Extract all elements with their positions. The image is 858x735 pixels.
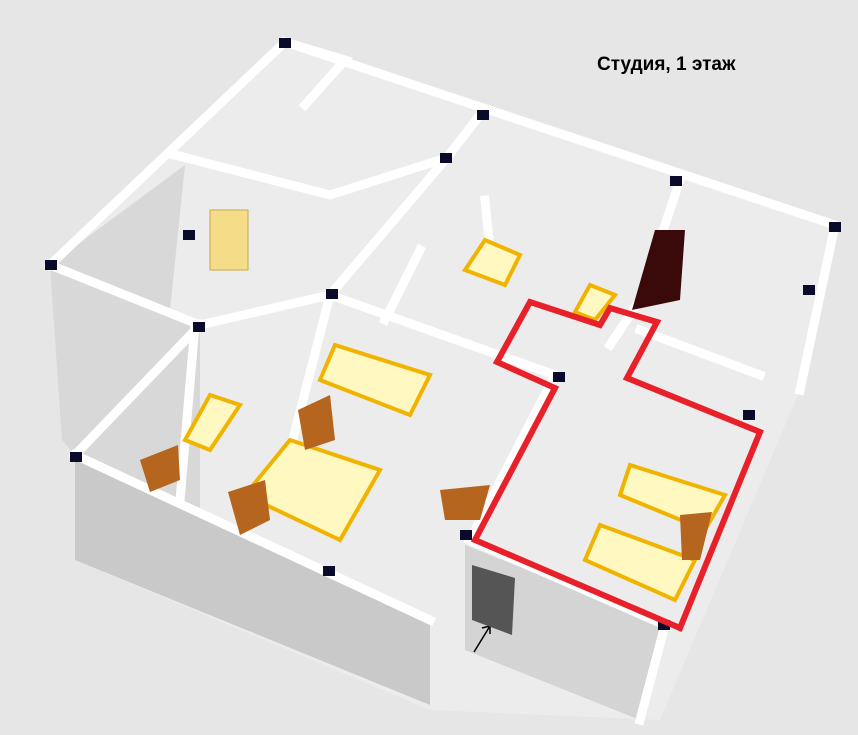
- outer-wall-bottom: [75, 455, 430, 705]
- bookshelf: [209, 209, 249, 271]
- plan-title: Студия, 1 этаж: [597, 54, 736, 75]
- wood-furniture: [140, 395, 712, 560]
- highlighted-studio-outline: [470, 298, 764, 632]
- wardrobe: [632, 230, 685, 310]
- entrance-door: [472, 565, 515, 635]
- wall-columns: [45, 38, 841, 630]
- outer-wall-bottom-right: [465, 545, 665, 720]
